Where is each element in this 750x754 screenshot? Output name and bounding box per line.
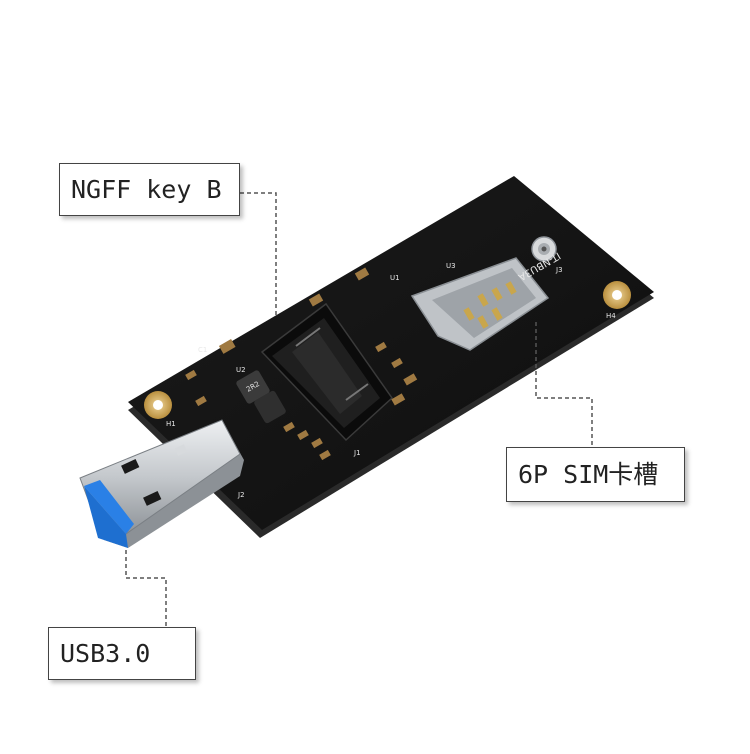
callout-ngff-key-b: NGFF key B (59, 163, 240, 216)
silk-u2: U2 (236, 366, 246, 374)
sim-card-slot (410, 257, 550, 351)
leader-ngff (240, 192, 277, 318)
m2-ngff-slot (260, 302, 393, 442)
silk-h4: H4 (606, 312, 616, 320)
usb3-connector (79, 419, 244, 548)
silk-u3: U3 (446, 262, 456, 270)
silk-j3: J3 (555, 266, 563, 274)
silk-c1: C1 (198, 346, 207, 354)
callout-sim-slot: 6P SIM卡槽 (506, 447, 685, 502)
mounting-holes (144, 281, 631, 419)
silk-h1: H1 (166, 420, 176, 428)
silk-j1: J1 (353, 449, 361, 457)
leader-sim (535, 322, 593, 447)
callout-usb3: USB3.0 (48, 627, 196, 680)
leader-usb (125, 550, 167, 627)
silk-u1: U1 (390, 274, 400, 282)
antenna-connector (531, 236, 557, 262)
leader-lines (125, 192, 593, 627)
smd-components (185, 267, 418, 461)
silk-j2: J2 (237, 491, 245, 499)
